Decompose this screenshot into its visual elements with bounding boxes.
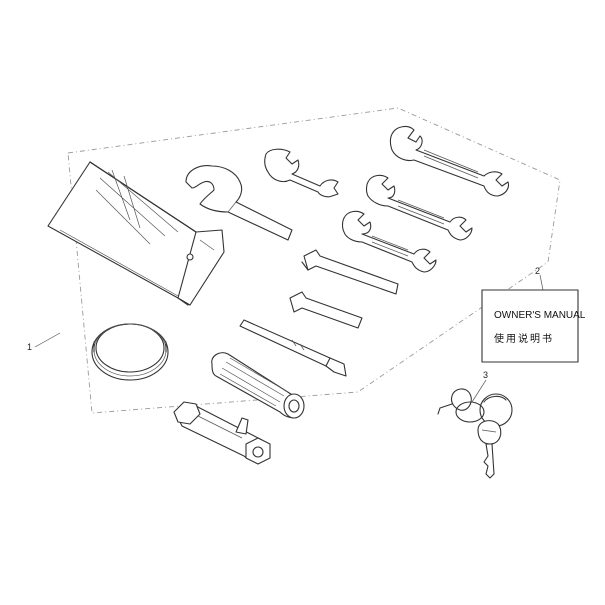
owners-manual: OWNER'S MANUAL 使用说明书 [481, 289, 586, 363]
key-set-icon [437, 388, 513, 479]
callout-2: 2 [535, 266, 540, 276]
manual-title-zh: 使用说明书 [494, 332, 554, 345]
double-open-wrench-icon [341, 125, 510, 273]
elastic-band-icon [91, 323, 169, 381]
callout-3: 3 [483, 370, 488, 380]
callout-1: 1 [27, 342, 32, 352]
tool-bag-icon [47, 161, 225, 306]
manual-title-en: OWNER'S MANUAL [494, 310, 586, 321]
screwdriver-icon [239, 319, 347, 377]
open-end-wrench-icon [264, 148, 339, 198]
screwdriver-handle-icon [211, 352, 305, 419]
spark-plug-socket-icon [173, 401, 271, 465]
allen-key-icon [289, 249, 399, 329]
leader-lines [34, 274, 544, 403]
spanner-hook-wrench-icon [185, 165, 293, 241]
